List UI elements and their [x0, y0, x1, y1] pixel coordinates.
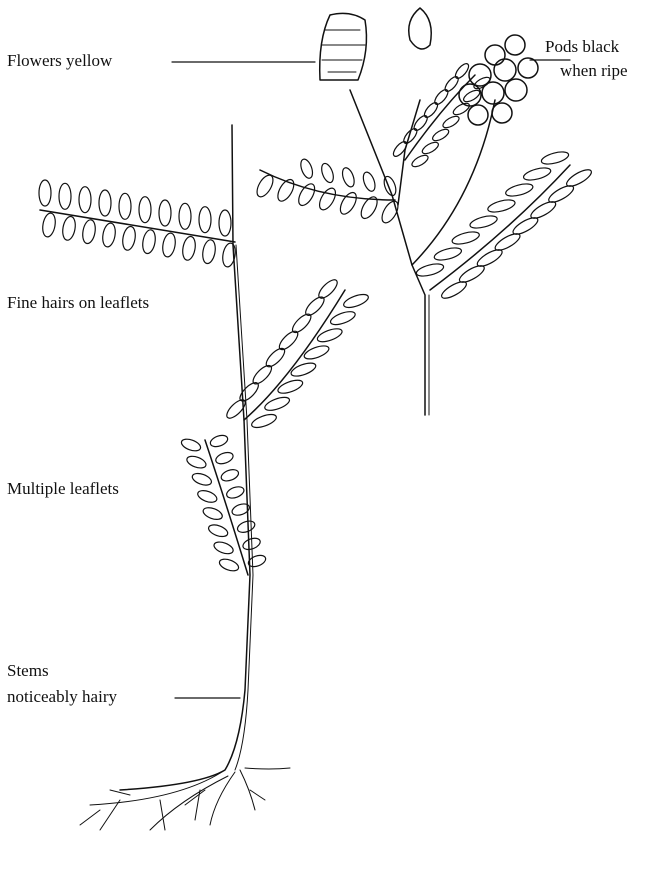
leaflet [181, 235, 197, 261]
leaflet [303, 343, 331, 361]
leaflet [391, 140, 409, 159]
leaflet [225, 485, 245, 501]
roots [80, 768, 290, 830]
leaflet [185, 454, 207, 470]
leaflet [99, 190, 111, 216]
leaflet [214, 450, 234, 466]
leaf-branch-right [430, 165, 570, 290]
leaflet [316, 186, 338, 213]
label-when-ripe: when ripe [560, 60, 628, 82]
label-fine-hairs: Fine hairs on leaflets [7, 292, 149, 314]
leaflet [209, 433, 229, 449]
leaflet [361, 171, 377, 193]
leaflet [219, 210, 231, 236]
leaflet [299, 158, 315, 180]
leaflet [319, 162, 335, 184]
label-stems: Stems [7, 660, 49, 682]
leaflet [61, 215, 77, 241]
leaflet [139, 197, 151, 223]
label-flowers-yellow: Flowers yellow [7, 50, 112, 72]
leaflet [340, 166, 356, 188]
leaflet [487, 198, 517, 215]
leaflet [540, 150, 570, 167]
leaflet [421, 140, 441, 156]
leaflet [342, 292, 370, 310]
leaflet [202, 505, 224, 521]
leaflet [337, 190, 359, 217]
leaflet [141, 229, 157, 255]
leaflet [415, 262, 445, 279]
leaflet [431, 127, 451, 143]
leaflet [81, 219, 97, 245]
leaflet [191, 471, 213, 487]
leaflet [290, 360, 318, 378]
leaflet [121, 225, 137, 251]
leaflet [101, 222, 117, 248]
leaflet [250, 412, 278, 430]
leaflet [276, 378, 304, 396]
leaflet [329, 309, 357, 327]
label-multiple-leaflets: Multiple leaflets [7, 478, 119, 500]
leaflet [453, 62, 471, 81]
flower-head [320, 8, 432, 80]
leaflet [207, 523, 229, 539]
leaflet [410, 153, 430, 169]
leaflet [401, 127, 419, 146]
leaflet [196, 488, 218, 504]
label-pods-black: Pods black [545, 36, 619, 58]
leaflet [218, 557, 240, 573]
leaflet [316, 277, 340, 301]
leaflet [432, 88, 450, 107]
leaflet [212, 540, 234, 556]
leaflet [236, 519, 256, 535]
leaflet [39, 180, 51, 206]
leaflet [119, 193, 131, 219]
leaflet [41, 212, 57, 238]
leaflet [180, 437, 202, 453]
leaflet [451, 230, 481, 247]
leaflet [79, 187, 91, 213]
leaflet [159, 200, 171, 226]
leaf-upper-left [40, 210, 235, 242]
leaflet [469, 214, 499, 231]
leaflet [275, 177, 297, 204]
leaflet [564, 167, 593, 190]
leaflet [59, 183, 71, 209]
leaflet [382, 175, 398, 197]
leaflet [504, 182, 534, 199]
leaflet [220, 468, 240, 484]
leaflet [522, 166, 552, 183]
leaf-middle [244, 290, 345, 420]
label-noticeably-hairy: noticeably hairy [7, 686, 117, 708]
leaflet [441, 114, 461, 130]
leaflet [472, 75, 492, 91]
leaflet [443, 75, 461, 94]
leaflet [179, 203, 191, 229]
leaflet [161, 232, 177, 258]
pod-cluster [459, 35, 538, 125]
leaflet [199, 207, 211, 233]
leaflet [433, 246, 463, 263]
leaflet [201, 239, 217, 265]
